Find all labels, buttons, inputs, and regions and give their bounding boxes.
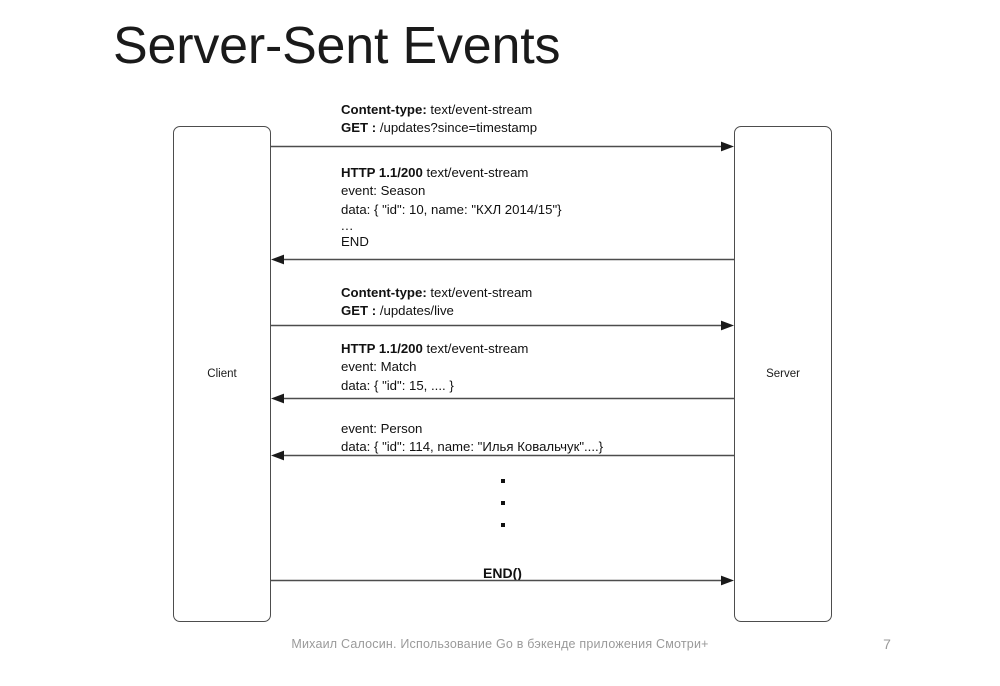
- message-2-ellipsis: ...: [341, 218, 354, 234]
- message-2-line-3: data: { "id": 10, name: "КХЛ 2014/15"}: [341, 201, 562, 217]
- message-1-line-2: GET : /updates?since=timestamp: [341, 119, 537, 137]
- message-text-4: HTTP 1.1/200 text/event-stream event: Ma…: [341, 340, 528, 395]
- message-4-line-1-rest: text/event-stream: [422, 341, 529, 356]
- ellipsis-dot: [500, 501, 505, 505]
- message-3-line-2: GET : /updates/live: [341, 302, 532, 320]
- message-text-5: event: Person data: { "id": 114, name: "…: [341, 420, 603, 457]
- message-4-line-2: event: Match: [341, 359, 417, 375]
- message-2-line-5: END: [341, 234, 369, 250]
- message-arrow-1-client-to-server: [271, 141, 734, 152]
- message-3-line-1-bold: Content-type:: [341, 285, 427, 300]
- message-text-2: HTTP 1.1/200 text/event-stream event: Se…: [341, 164, 562, 252]
- message-3-line-2-bold: GET :: [341, 303, 377, 319]
- lifeline-box-server: Server: [734, 126, 832, 622]
- message-1-line-1-bold: Content-type:: [341, 102, 427, 117]
- message-1-line-1: Content-type: text/event-stream: [341, 101, 537, 119]
- message-2-line-2: event: Season: [341, 183, 426, 199]
- message-5-line-2: data: { "id": 114, name: "Илья Ковальчук…: [341, 439, 604, 455]
- message-2-line-1-bold: HTTP 1.1/200: [341, 165, 423, 180]
- message-3-line-1-rest: text/event-stream: [426, 285, 533, 300]
- footer-attribution: Михаил Салосин. Использование Go в бэкен…: [291, 637, 709, 651]
- message-3-line-2-rest: /updates/live: [376, 303, 454, 319]
- message-4-line-1: HTTP 1.1/200 text/event-stream: [341, 340, 528, 358]
- message-2-line-1: HTTP 1.1/200 text/event-stream: [341, 164, 562, 182]
- message-2-line-1-rest: text/event-stream: [422, 165, 529, 180]
- message-5-line-1: event: Person: [341, 421, 423, 436]
- message-label-end: END(): [483, 565, 522, 581]
- message-1-line-2-bold: GET :: [341, 120, 377, 136]
- lifeline-box-client: Client: [173, 126, 271, 622]
- message-3-line-1: Content-type: text/event-stream: [341, 284, 532, 302]
- ellipsis-dot: [500, 523, 505, 527]
- message-1-line-2-rest: /updates?since=timestamp: [376, 120, 538, 136]
- message-4-line-1-bold: HTTP 1.1/200: [341, 341, 423, 356]
- message-4-line-3: data: { "id": 15, .... }: [341, 377, 454, 393]
- message-text-3: Content-type: text/event-stream GET : /u…: [341, 284, 532, 321]
- page-number: 7: [883, 636, 891, 652]
- lifeline-label-server: Server: [766, 368, 800, 380]
- message-arrow-2-server-to-client: [271, 254, 734, 265]
- page-title: Server-Sent Events: [113, 17, 561, 75]
- continuation-ellipsis: [271, 479, 734, 527]
- message-text-1: Content-type: text/event-stream GET : /u…: [341, 101, 537, 138]
- message-arrow-3-client-to-server: [271, 320, 734, 331]
- message-1-line-1-rest: text/event-stream: [426, 102, 533, 117]
- lifeline-label-client: Client: [207, 368, 237, 380]
- ellipsis-dot: [500, 479, 505, 483]
